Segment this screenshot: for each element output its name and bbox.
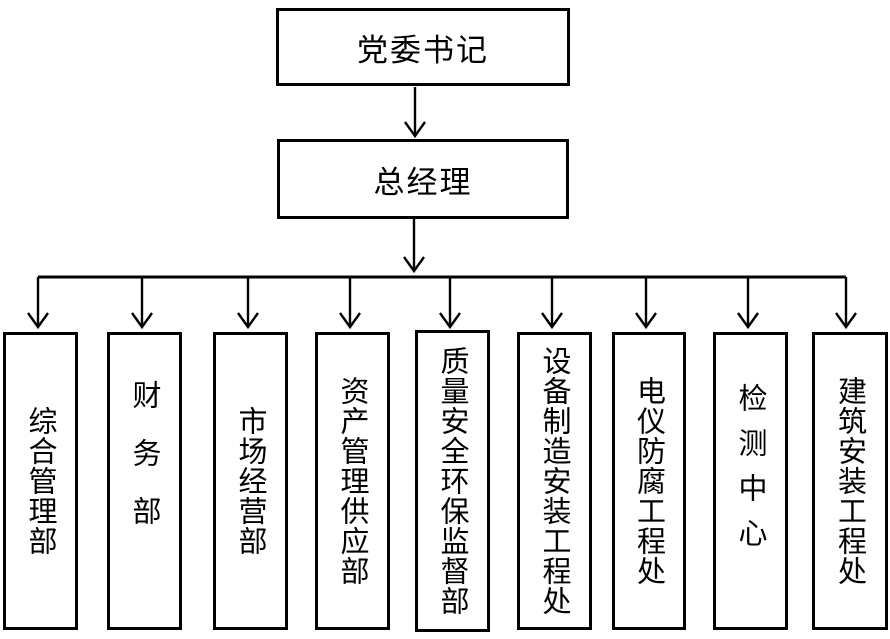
org-node-label: 检测中心 [734,383,768,563]
org-node-label: 设备制造安装工程处 [538,346,572,616]
org-node-label: 财务部 [128,380,162,554]
org-node-general-manager: 总经理 [277,139,569,219]
org-node-label: 综合管理部 [24,406,58,556]
org-node-label: 总经理 [373,164,473,201]
org-node-label: 建筑安装工程处 [833,376,868,586]
org-node-party-committee-secretary: 党委书记 [276,8,570,86]
org-node-dept-equipment-manufacturing-installation: 设备制造安装工程处 [517,332,592,630]
org-node-label: 资产管理供应部 [336,376,370,586]
arrow-bus-to-dept-3 [237,277,259,330]
org-node-dept-market-operations: 市场经营部 [213,332,288,630]
org-node-label: 党委书记 [357,32,489,69]
org-node-dept-general-management: 综合管理部 [3,332,78,630]
org-node-label: 质量安全环保监督部 [436,346,470,616]
arrow-bus-to-dept-4 [339,277,361,330]
arrow-bus-to-dept-2 [131,277,153,330]
org-node-dept-finance: 财务部 [107,332,182,630]
arrow-bus-to-dept-6 [541,277,563,330]
arrow-bus-to-dept-5 [439,277,461,330]
org-node-dept-construction-installation: 建筑安装工程处 [812,332,888,630]
org-node-dept-testing-center: 检测中心 [713,332,788,630]
org-node-label: 电仪防腐工程处 [632,376,667,586]
org-node-dept-electrical-instrument-anticorrosion: 电仪防腐工程处 [612,332,686,630]
org-node-dept-asset-management-supply: 资产管理供应部 [315,332,390,630]
org-node-dept-quality-safety-env-supervision: 质量安全环保监督部 [415,330,490,632]
arrow-root-to-manager [404,87,426,139]
arrow-bus-to-dept-9 [835,277,857,330]
arrow-bus-to-dept-7 [635,277,657,330]
arrow-bus-to-dept-8 [737,277,759,330]
org-node-label: 市场经营部 [234,406,268,556]
arrow-manager-to-bus [403,219,425,274]
arrow-bus-to-dept-1 [27,277,49,330]
